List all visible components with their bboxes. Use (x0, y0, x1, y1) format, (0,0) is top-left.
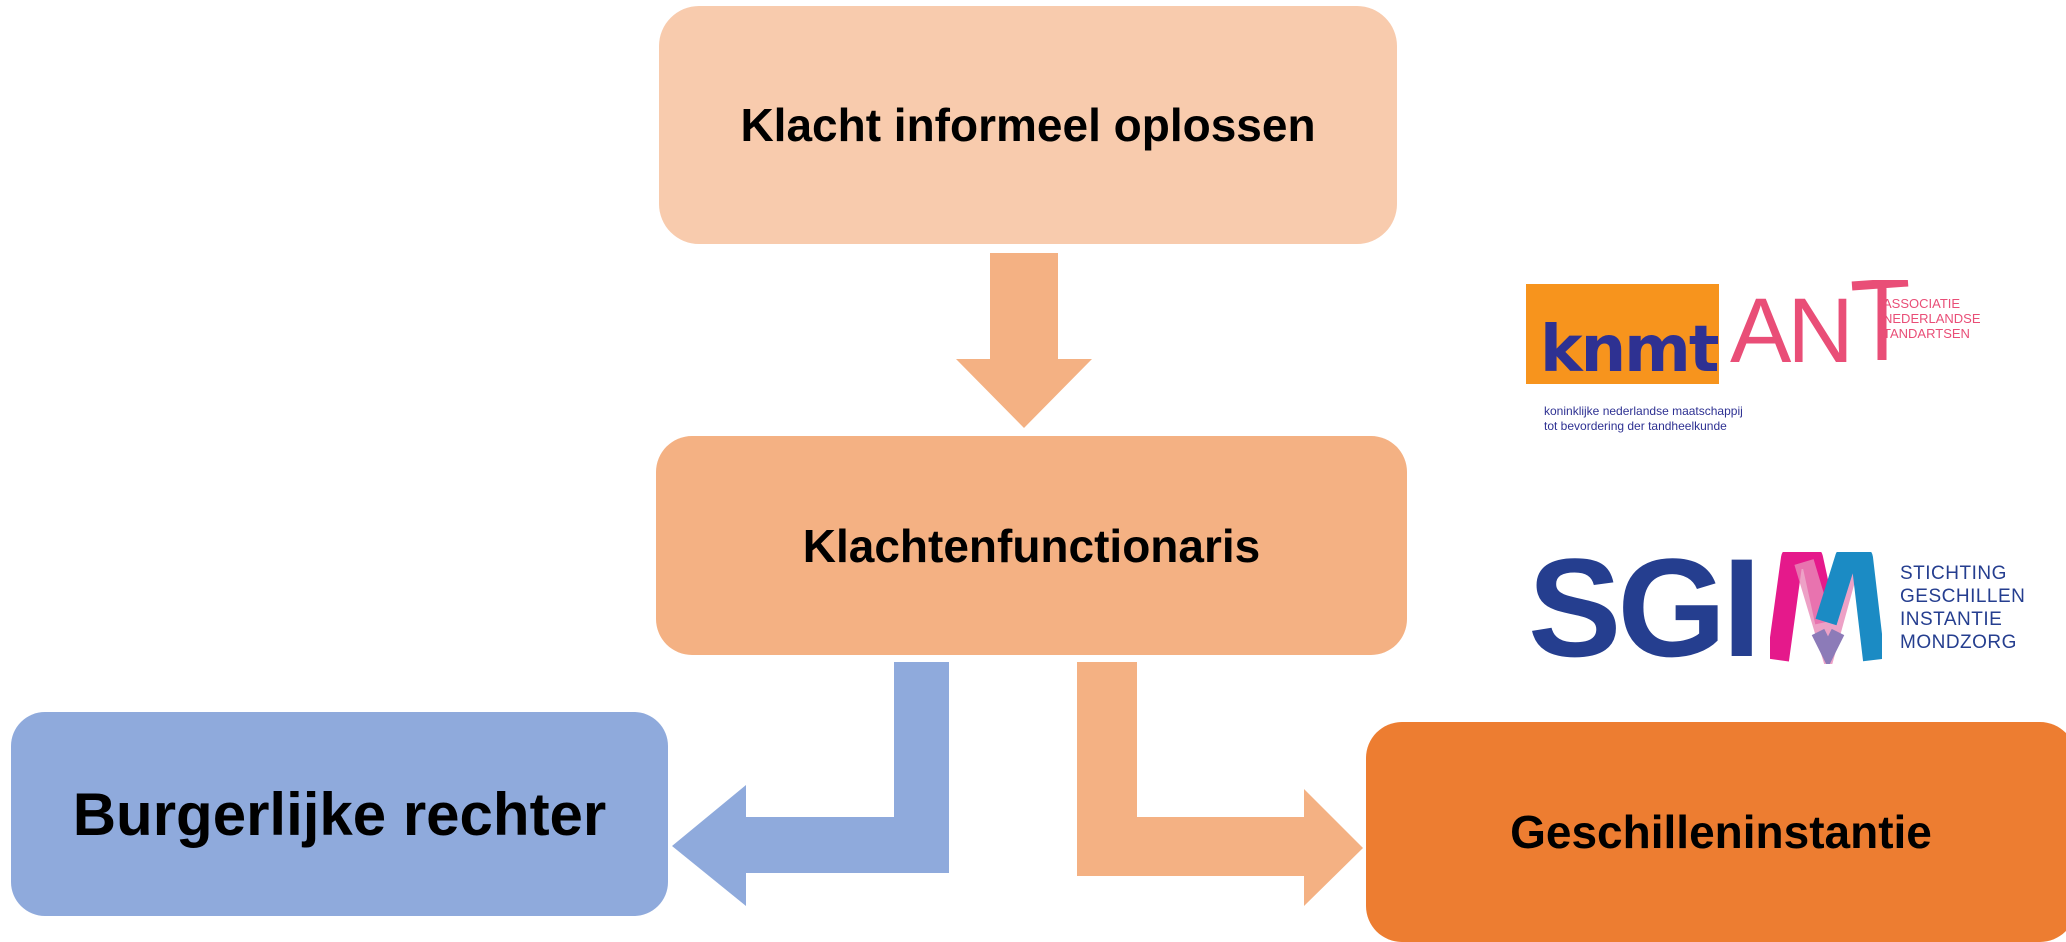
sgim-logo-tagline: STICHTING GESCHILLEN INSTANTIE MONDZORG (1900, 563, 2026, 653)
step-civil-court-label: Burgerlijke rechter (72, 780, 607, 848)
step-dispute-committee: Geschilleninstantie (1366, 722, 2066, 942)
step-complaints-officer: Klachtenfunctionaris (656, 436, 1407, 655)
arrow-right-bent (1077, 662, 1363, 906)
knmt-logo-word: knmt (1540, 313, 1719, 387)
step-complaints-officer-label: Klachtenfunctionaris (802, 519, 1261, 572)
ant-logo-t-glyph (1851, 277, 1909, 360)
arrow-down (956, 253, 1092, 428)
sgim-logo-word: SGI (1528, 529, 1761, 686)
ant-logo-tagline: ASSOCIATIE NEDERLANDSE TANDARTSEN (1883, 296, 1981, 341)
arrow-left-bent (672, 662, 949, 906)
ant-logo-word: AN (1730, 277, 1910, 377)
step-informal-resolution: Klacht informeel oplossen (659, 6, 1397, 244)
step-informal-resolution-label: Klacht informeel oplossen (740, 99, 1316, 151)
knmt-logo-tagline: koninklijke nederlandse maatschappij tot… (1544, 404, 1743, 433)
knmt-logo-background (1526, 284, 1719, 384)
sgim-logo-m-glyph (1770, 552, 1882, 664)
step-dispute-committee-label: Geschilleninstantie (1510, 806, 1932, 858)
step-civil-court: Burgerlijke rechter (11, 712, 668, 916)
